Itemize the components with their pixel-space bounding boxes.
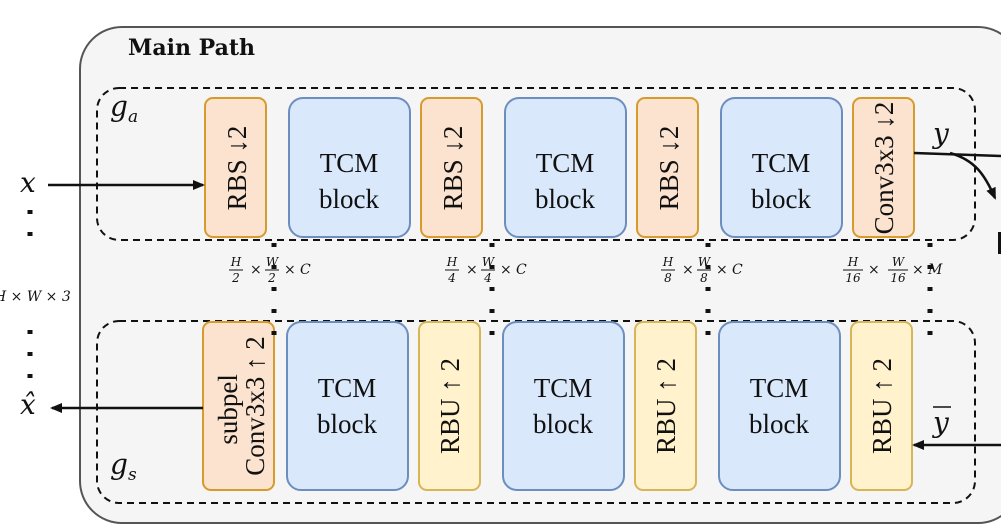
svg-text:×: × xyxy=(912,262,924,278)
decoder-tcm-label-3: TCM xyxy=(750,373,809,403)
svg-text:×: × xyxy=(500,262,512,278)
encoder-tcm-label-2: TCM xyxy=(536,148,595,178)
decoder-subpel-label: subpel Conv3x3 ↑ 2 xyxy=(213,336,270,476)
dim-label-4: H 16 × W 16 × M xyxy=(843,255,943,285)
encoder-conv-block xyxy=(852,97,915,238)
svg-text:C: C xyxy=(516,262,527,278)
encoder-tcm-block-2 xyxy=(504,97,627,238)
input-dims-label: H × W × 3 xyxy=(0,289,71,305)
svg-text:W: W xyxy=(892,255,906,269)
svg-text:4: 4 xyxy=(447,271,456,285)
svg-text:16: 16 xyxy=(845,271,861,285)
encoder-rbs-label-2: RBS ↓2 xyxy=(438,126,468,211)
decoder-rbu-label-2: RBU ↑ 2 xyxy=(651,358,681,454)
encoder-rbs-block-2 xyxy=(420,97,483,238)
decoder-tcm-sub-2: block xyxy=(533,409,593,439)
svg-text:2: 2 xyxy=(231,271,240,285)
decoder-rbu-label-3: RBU ↑ 2 xyxy=(867,358,897,454)
encoder-ga-group xyxy=(96,87,976,241)
decoder-tcm-block-2 xyxy=(502,321,625,491)
y-label: y xyxy=(931,117,950,150)
svg-text:H: H xyxy=(230,255,242,269)
svg-text:16: 16 xyxy=(890,271,906,285)
decoder-tcm-sub-1: block xyxy=(317,409,377,439)
decoder-row: subpel Conv3x3 ↑ 2 TCM block RBU ↑ 2 TCM… xyxy=(202,321,913,491)
decoder-rbu-block-2 xyxy=(634,321,697,491)
decoder-gs-group xyxy=(96,320,976,504)
y-branch-arrow xyxy=(949,151,997,200)
decoder-tcm-label-2: TCM xyxy=(534,373,593,403)
svg-text:×: × xyxy=(682,262,694,278)
encoder-conv-label: Conv3x3 ↓2 xyxy=(869,102,899,235)
dim-label-1: H 2 × W 2 × C xyxy=(229,255,311,285)
encoder-tcm-sub-3: block xyxy=(751,184,811,214)
x-hat-label: x̂ xyxy=(20,388,36,421)
decoder-rbu-block-1 xyxy=(418,321,481,491)
right-edge-marker xyxy=(998,232,1001,254)
decoder-tcm-sub-3: block xyxy=(749,409,809,439)
dotted-connectors xyxy=(27,210,933,382)
decoder-rbu-block-3 xyxy=(850,321,913,491)
svg-text:×: × xyxy=(868,262,880,278)
svg-text:C: C xyxy=(300,262,311,278)
svg-text:×: × xyxy=(250,262,262,278)
svg-text:M: M xyxy=(927,262,943,278)
encoder-tcm-sub-1: block xyxy=(319,184,379,214)
ga-label: ga xyxy=(110,90,138,127)
main-path-title: Main Path xyxy=(128,35,255,61)
encoder-tcm-block-1 xyxy=(288,97,411,238)
svg-text:2: 2 xyxy=(267,271,276,285)
encoder-tcm-label-3: TCM xyxy=(752,148,811,178)
gs-label: gs xyxy=(110,448,137,485)
x-label: x xyxy=(20,166,36,199)
decoder-tcm-block-1 xyxy=(286,321,409,491)
y-bar-label: y xyxy=(931,406,950,439)
svg-text:H: H xyxy=(847,255,859,269)
svg-text:H: H xyxy=(446,255,458,269)
encoder-rbs-block-1 xyxy=(204,97,267,238)
svg-text:4: 4 xyxy=(483,271,492,285)
svg-text:8: 8 xyxy=(700,271,708,285)
svg-text:×: × xyxy=(284,262,296,278)
svg-text:×: × xyxy=(716,262,728,278)
decoder-rbu-label-1: RBU ↑ 2 xyxy=(435,358,465,454)
svg-text:C: C xyxy=(732,262,743,278)
encoder-tcm-sub-2: block xyxy=(535,184,595,214)
decoder-subpel-block xyxy=(202,321,275,491)
encoder-tcm-label-1: TCM xyxy=(320,148,379,178)
encoder-tcm-block-3 xyxy=(720,97,843,238)
svg-text:×: × xyxy=(466,262,478,278)
svg-text:8: 8 xyxy=(664,271,672,285)
encoder-row: RBS ↓2 TCM block RBS ↓2 TCM block RBS ↓2… xyxy=(204,97,915,238)
encoder-rbs-block-3 xyxy=(636,97,699,238)
svg-text:H: H xyxy=(662,255,674,269)
encoder-rbs-label-3: RBS ↓2 xyxy=(654,126,684,211)
encoder-rbs-label-1: RBS ↓2 xyxy=(222,126,252,211)
decoder-tcm-block-3 xyxy=(718,321,841,491)
decoder-tcm-label-1: TCM xyxy=(318,373,377,403)
dim-label-2: H 4 × W 4 × C xyxy=(445,255,527,285)
